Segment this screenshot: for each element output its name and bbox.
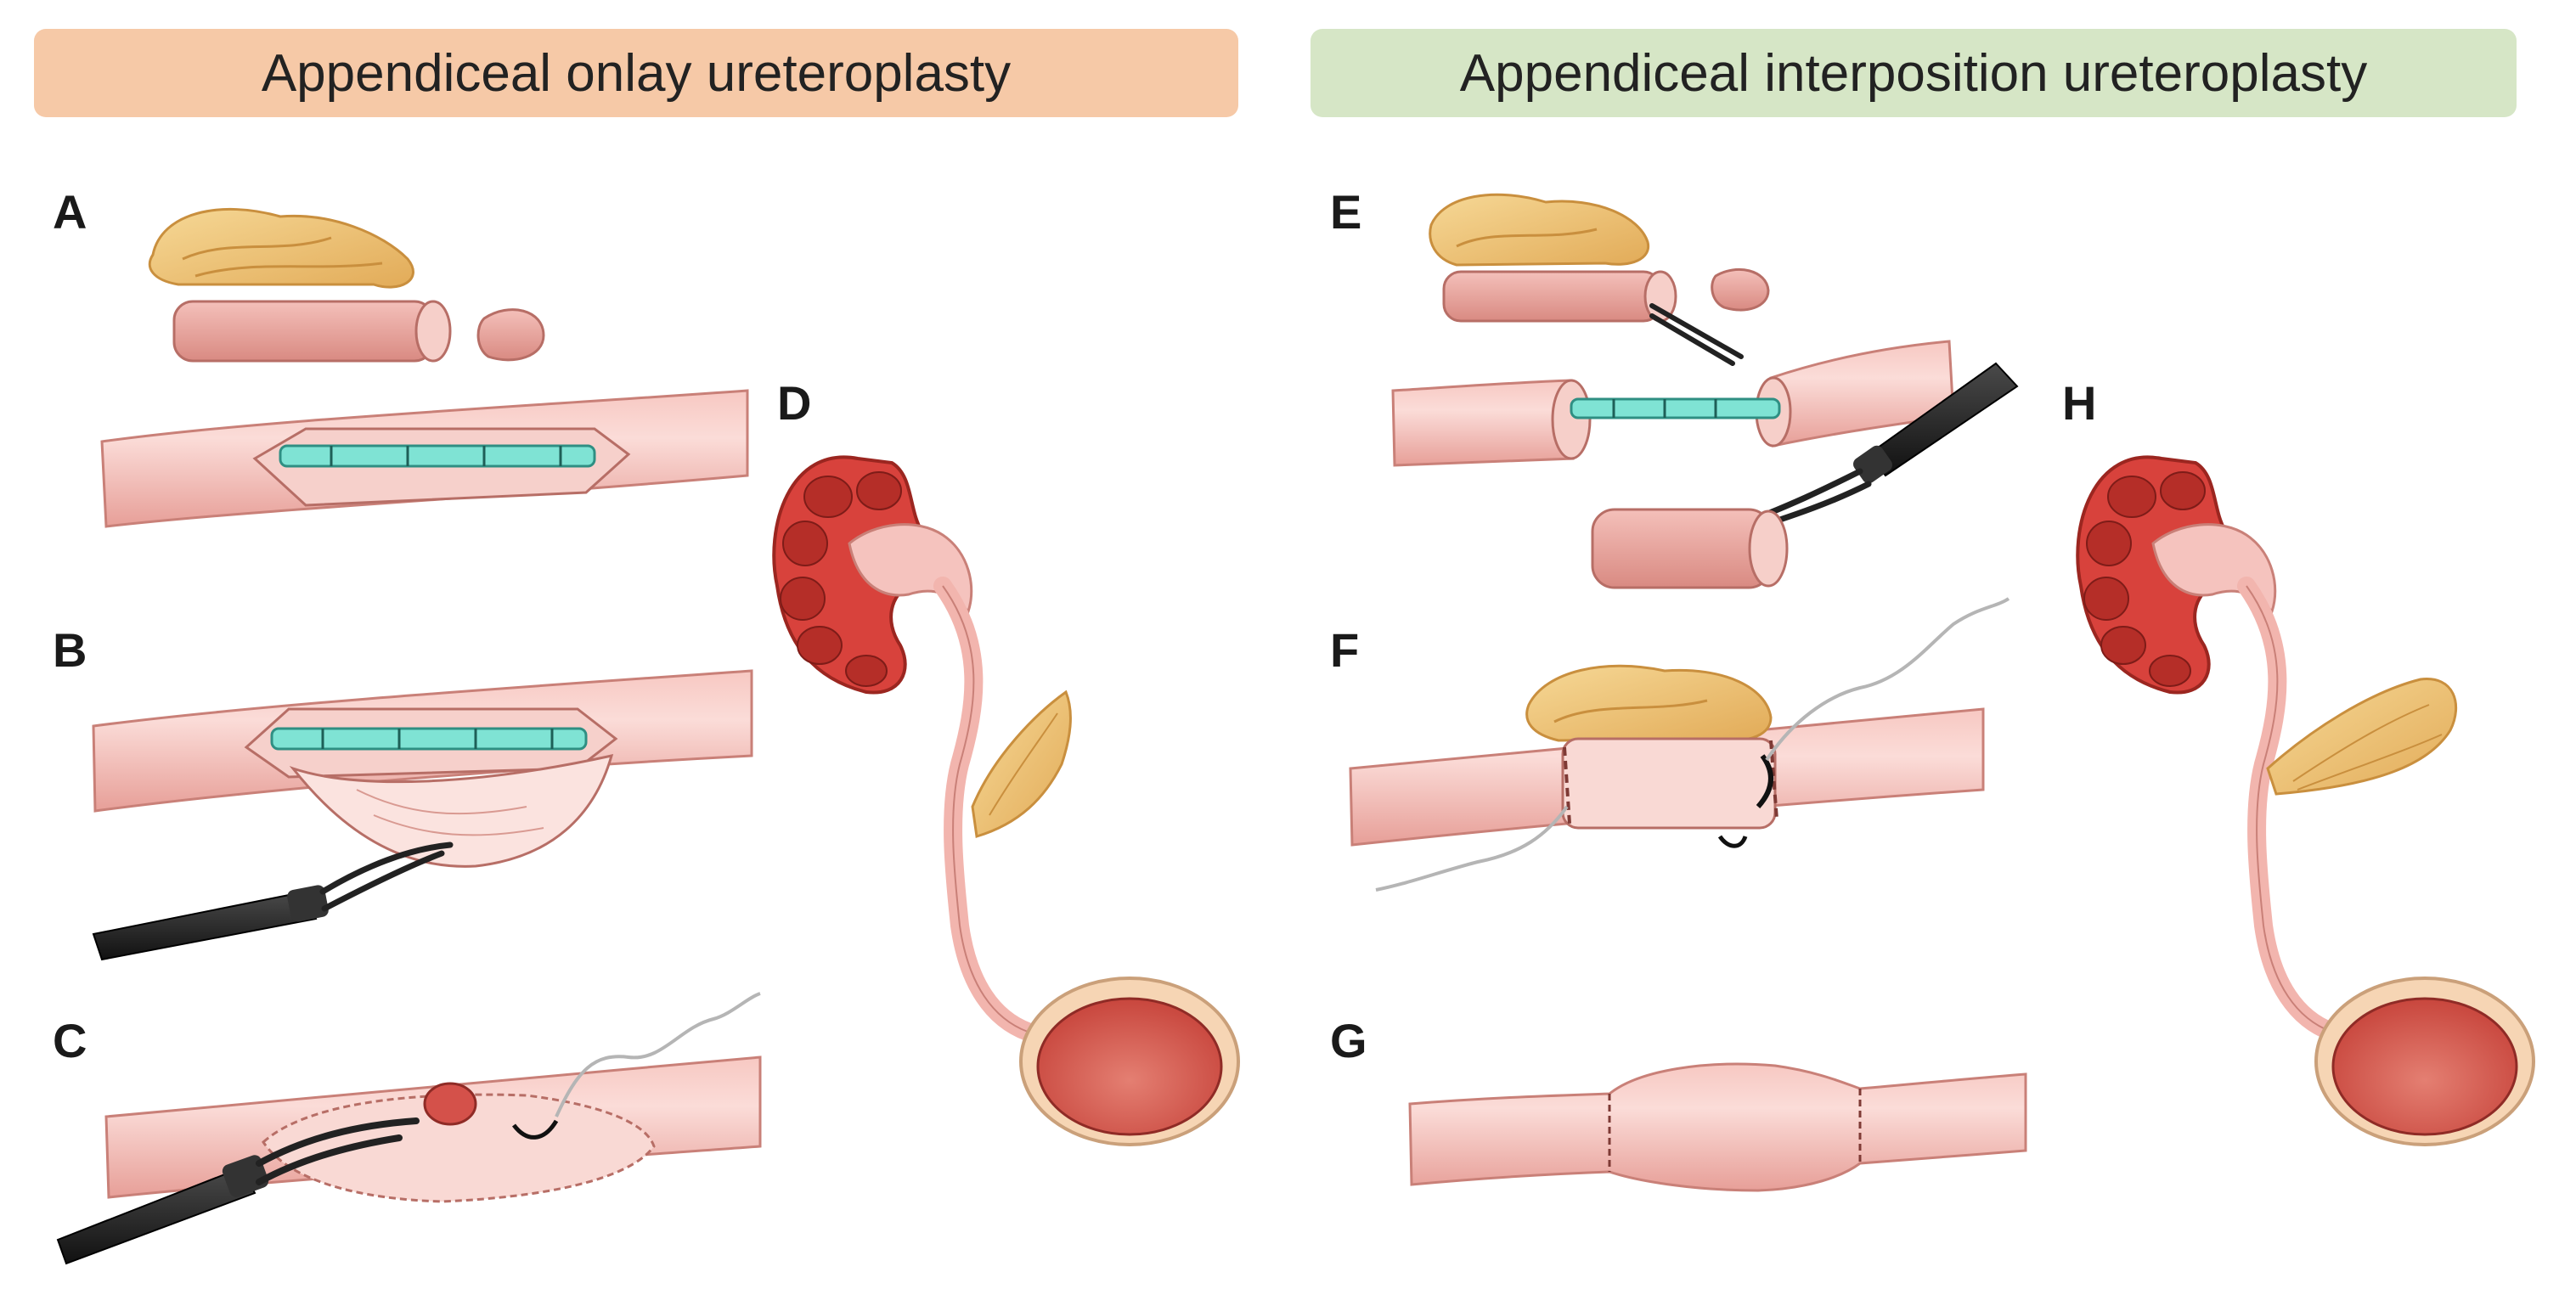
panel-label-b: B xyxy=(53,623,87,677)
ureteral-stent xyxy=(1570,397,1781,419)
panel-g-illustration xyxy=(1408,1062,2027,1192)
mesoappendix-shape xyxy=(2266,678,2458,796)
mesoappendix-shape xyxy=(148,207,414,289)
header-left-text: Appendiceal onlay ureteroplasty xyxy=(261,43,1012,103)
suture-thread xyxy=(555,992,761,1117)
panel-label-e: E xyxy=(1330,185,1362,239)
ureteral-stent xyxy=(279,444,596,468)
header-appendiceal-interposition: Appendiceal interposition ureteroplasty xyxy=(1311,29,2517,117)
ureteral-stent xyxy=(270,727,588,751)
mesoappendix-shape xyxy=(1525,664,1773,742)
panel-f-illustration xyxy=(1349,597,2010,892)
suture-thread-right xyxy=(1765,597,2010,762)
interposed-appendix xyxy=(1561,737,1777,830)
scissors-instrument xyxy=(1649,303,1744,366)
appendiceal-flap xyxy=(289,753,614,868)
panel-a-illustration xyxy=(100,207,749,528)
appendix-tip xyxy=(476,308,545,362)
appendix-tip xyxy=(1711,268,1770,312)
ureter-course xyxy=(2237,577,2341,1041)
panel-label-c: C xyxy=(53,1014,87,1067)
panel-label-f: F xyxy=(1330,623,1360,677)
grasper-instrument xyxy=(1867,362,2019,477)
ureter-segment-left xyxy=(1391,379,1575,467)
panel-b-illustration xyxy=(92,669,753,961)
panel-c-illustration xyxy=(56,992,762,1265)
header-right-text: Appendiceal interposition ureteroplasty xyxy=(1459,43,2368,103)
panel-label-a: A xyxy=(53,185,87,239)
bladder-lumen xyxy=(1036,997,1223,1136)
grasper-instrument xyxy=(56,1166,256,1265)
panel-label-g: G xyxy=(1330,1014,1367,1067)
header-appendiceal-onlay: Appendiceal onlay ureteroplasty xyxy=(34,29,1238,117)
appendix-segment xyxy=(1442,270,1662,323)
appendix-segment xyxy=(172,300,435,363)
appendiceal-graft xyxy=(1591,508,1773,589)
panel-d-illustration xyxy=(772,455,1240,1146)
mesoappendix-shape xyxy=(1429,193,1650,267)
panel-label-d: D xyxy=(777,376,812,430)
reconstructed-ureter xyxy=(1408,1062,2027,1192)
panel-e-illustration xyxy=(1391,193,2019,589)
bladder-lumen xyxy=(2331,997,2518,1136)
suture-thread-left xyxy=(1375,805,1569,892)
panel-h-illustration xyxy=(2076,455,2535,1146)
grasper-instrument xyxy=(92,890,318,961)
panel-label-h: H xyxy=(2062,376,2097,430)
